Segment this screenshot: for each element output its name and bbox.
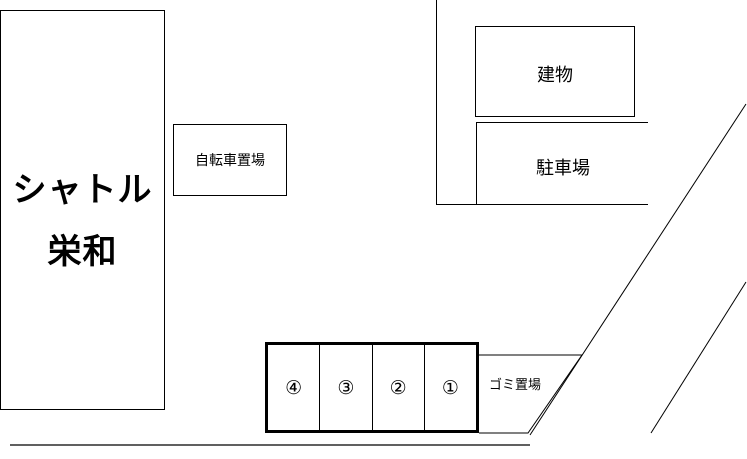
bicycle-parking-area: 自転車置場: [173, 124, 287, 196]
building-label: 建物: [537, 65, 573, 86]
diagonal-road-line-2: [650, 281, 747, 434]
parking-stall-2: ②: [371, 345, 424, 430]
main-building-name: シャトル 栄和: [1, 159, 164, 283]
main-building-name-line1: シャトル: [12, 170, 153, 210]
parking-lot-label: 駐車場: [536, 158, 590, 179]
garbage-area-outline: [479, 354, 583, 434]
parking-stall-1: ①: [423, 345, 476, 430]
parking-stalls: ④ ③ ② ①: [265, 342, 479, 433]
parking-stall-3: ③: [319, 345, 371, 430]
main-building-name-line2: 栄和: [47, 232, 118, 272]
main-building: シャトル 栄和: [0, 10, 165, 410]
diagonal-road-line-1: [529, 103, 747, 436]
garbage-area-label: ゴミ置場: [489, 378, 542, 393]
parking-stall-4: ④: [285, 376, 303, 399]
bicycle-parking-label: 自転車置場: [195, 153, 265, 169]
building: 建物: [475, 26, 635, 117]
adjacent-block-outline: [436, 0, 648, 205]
parking-lot: 駐車場: [476, 122, 648, 205]
